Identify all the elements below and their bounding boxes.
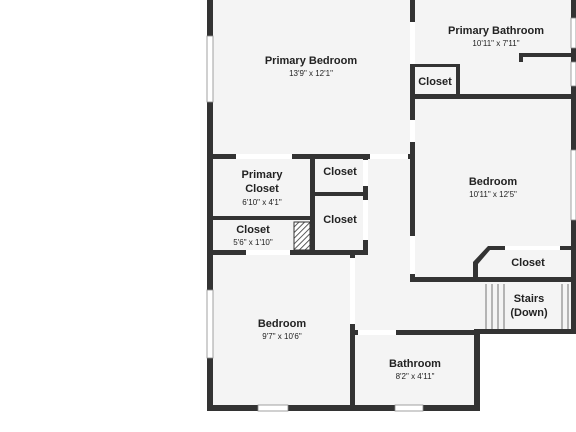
door-gap-bedroom-right <box>410 120 415 142</box>
room-name: Primary Bedroom <box>265 55 358 67</box>
label-primary-closet: Primary Closet 6'10" x 4'1" <box>242 169 284 207</box>
floor-area <box>208 0 576 410</box>
exterior-wall-bottom-right-step <box>474 329 480 411</box>
room-name: Closet <box>418 76 452 88</box>
room-dimensions: 5'6" x 1'10" <box>233 238 273 247</box>
window-bedroom-right <box>570 149 576 221</box>
door-gap-bath <box>410 22 415 64</box>
wall-primary-closet-bottom <box>208 216 315 220</box>
room-dimensions: 10'11" x 7'11" <box>472 39 519 48</box>
exterior-wall-left <box>207 0 213 411</box>
room-name: Primary Bathroom <box>448 25 544 37</box>
door-gap-bedroom-right-2 <box>410 236 415 274</box>
room-name: Closet <box>323 214 357 226</box>
window-bedroom-left-bottom <box>257 404 289 412</box>
wall-closet-top-top <box>413 64 459 67</box>
door-gap-bathroom <box>358 330 396 335</box>
door-gap-primary-closet <box>236 154 292 159</box>
room-name: Bedroom <box>469 176 518 188</box>
exterior-wall-bottom <box>207 405 480 411</box>
door-gap-closet-right <box>505 246 560 250</box>
wall-primary-closet-right <box>310 154 315 254</box>
label-closet-mid-2: Closet <box>323 214 357 226</box>
door-gap-closet-small <box>246 250 290 255</box>
room-dimensions: 10'11" x 12'5" <box>469 190 517 199</box>
wall-bedroom-bath-vertical <box>410 0 415 157</box>
room-name: Closet <box>511 257 545 269</box>
label-bedroom-left: Bedroom 9'7" x 10'6" <box>258 318 307 341</box>
room-dimensions: 13'9" x 12'1" <box>289 69 333 78</box>
window-bath-right-2 <box>570 61 576 87</box>
wall-closet-right-angled <box>473 246 576 281</box>
room-dimensions: 8'2" x 4'11" <box>396 372 435 381</box>
wall-bath-bottom <box>410 94 576 99</box>
label-primary-bathroom: Primary Bathroom 10'11" x 7'11" <box>448 25 544 48</box>
room-name-line2: Closet <box>245 183 279 195</box>
room-name: Bedroom <box>258 318 307 330</box>
wall-mid-closets-divider <box>310 192 368 196</box>
room-name: Closet <box>323 166 357 178</box>
label-closet-small: Closet 5'6" x 1'10" <box>233 224 273 247</box>
label-closet-mid-1: Closet <box>323 166 357 178</box>
label-stairs: Stairs (Down) <box>510 293 548 319</box>
label-bathroom: Bathroom 8'2" x 4'11" <box>389 358 441 381</box>
window-bedroom-left <box>206 289 214 359</box>
room-name-line1: Stairs <box>514 293 545 305</box>
stairs-treads <box>485 284 569 329</box>
label-primary-bedroom: Primary Bedroom 13'9" x 12'1" <box>265 55 358 78</box>
label-closet-right: Closet <box>511 257 545 269</box>
room-name-line1: Primary <box>242 169 284 181</box>
door-gap-bedroom-left <box>350 258 355 324</box>
label-closet-top: Closet <box>418 76 452 88</box>
exterior-wall-stairs-bottom <box>474 329 576 334</box>
door-gap-closet-mid-1 <box>363 160 368 186</box>
window-primary-bedroom <box>206 35 214 103</box>
window-bath-right <box>570 17 576 49</box>
window-bathroom-bottom <box>394 404 424 412</box>
door-gap-bedroom-hall <box>370 154 408 159</box>
door-gap-closet-mid-2 <box>363 200 368 240</box>
label-bedroom-right: Bedroom 10'11" x 12'5" <box>469 176 518 199</box>
room-name-line2: (Down) <box>510 307 548 319</box>
bath-vanity-ledge <box>520 53 576 57</box>
bath-vanity-stub <box>519 53 523 62</box>
wall-bathroom-top <box>352 330 478 335</box>
room-name: Closet <box>236 224 270 236</box>
wall-bedroom-right-left <box>410 94 415 281</box>
room-dimensions: 9'7" x 10'6" <box>262 332 302 341</box>
room-name: Bathroom <box>389 358 441 370</box>
wall-bedroom-right-bottom <box>410 277 576 282</box>
hatched-shaft <box>293 221 311 251</box>
wall-closet-top-right <box>456 64 460 97</box>
room-dimensions: 6'10" x 4'1" <box>242 198 282 207</box>
